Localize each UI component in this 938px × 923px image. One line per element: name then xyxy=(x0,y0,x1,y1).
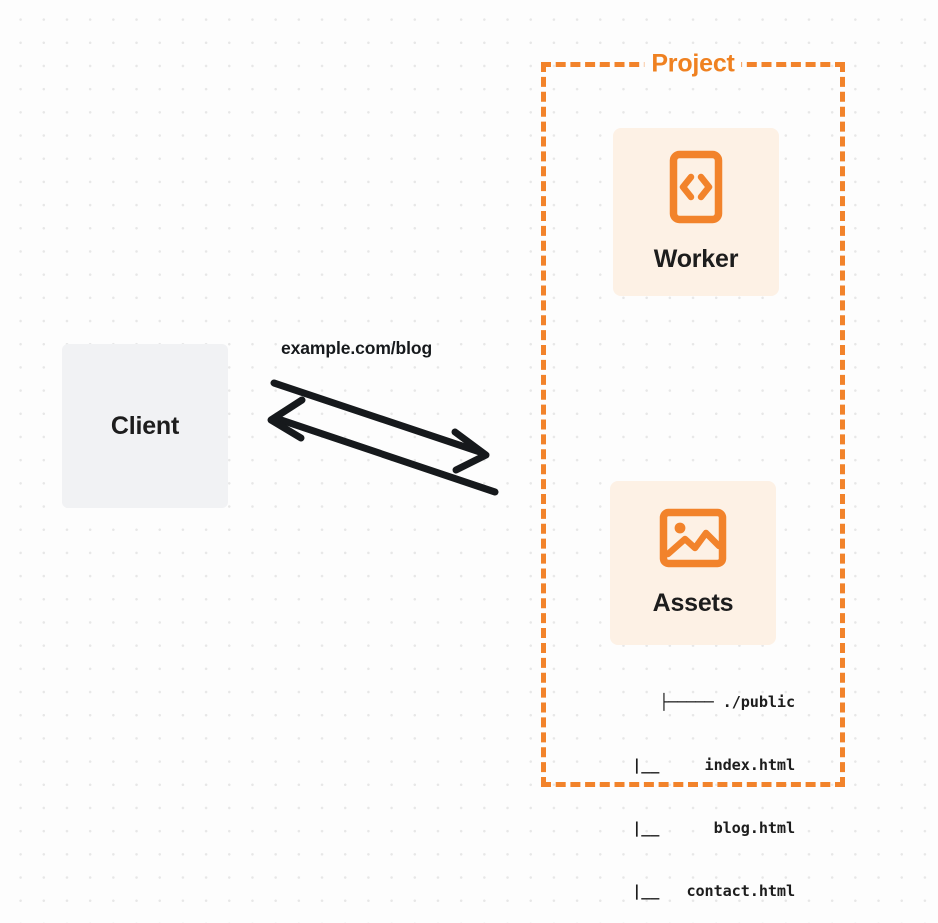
edge-label-url: example.com/blog xyxy=(281,338,433,358)
assets-node-label: Assets xyxy=(652,589,734,617)
client-node-label: Client xyxy=(110,411,180,440)
request-arrow-icon xyxy=(270,379,490,474)
file-tree-line: |__ blog.html xyxy=(632,819,795,837)
code-brackets-icon xyxy=(669,150,723,229)
file-tree-line: |__ index.html xyxy=(632,756,795,774)
project-title: Project xyxy=(644,49,742,79)
assets-file-tree: ├───── ./public |__ index.html |__ blog.… xyxy=(586,650,795,923)
file-tree-line: ├───── ./public xyxy=(659,693,795,711)
client-node: Client xyxy=(62,344,228,508)
worker-node: Worker xyxy=(613,128,779,296)
project-container: Project xyxy=(541,49,845,787)
response-arrow-icon xyxy=(267,396,499,496)
worker-node-label: Worker xyxy=(653,245,739,273)
file-tree-line: |__ contact.html xyxy=(632,882,795,900)
assets-node: Assets xyxy=(610,481,776,645)
image-picture-icon xyxy=(659,508,727,573)
